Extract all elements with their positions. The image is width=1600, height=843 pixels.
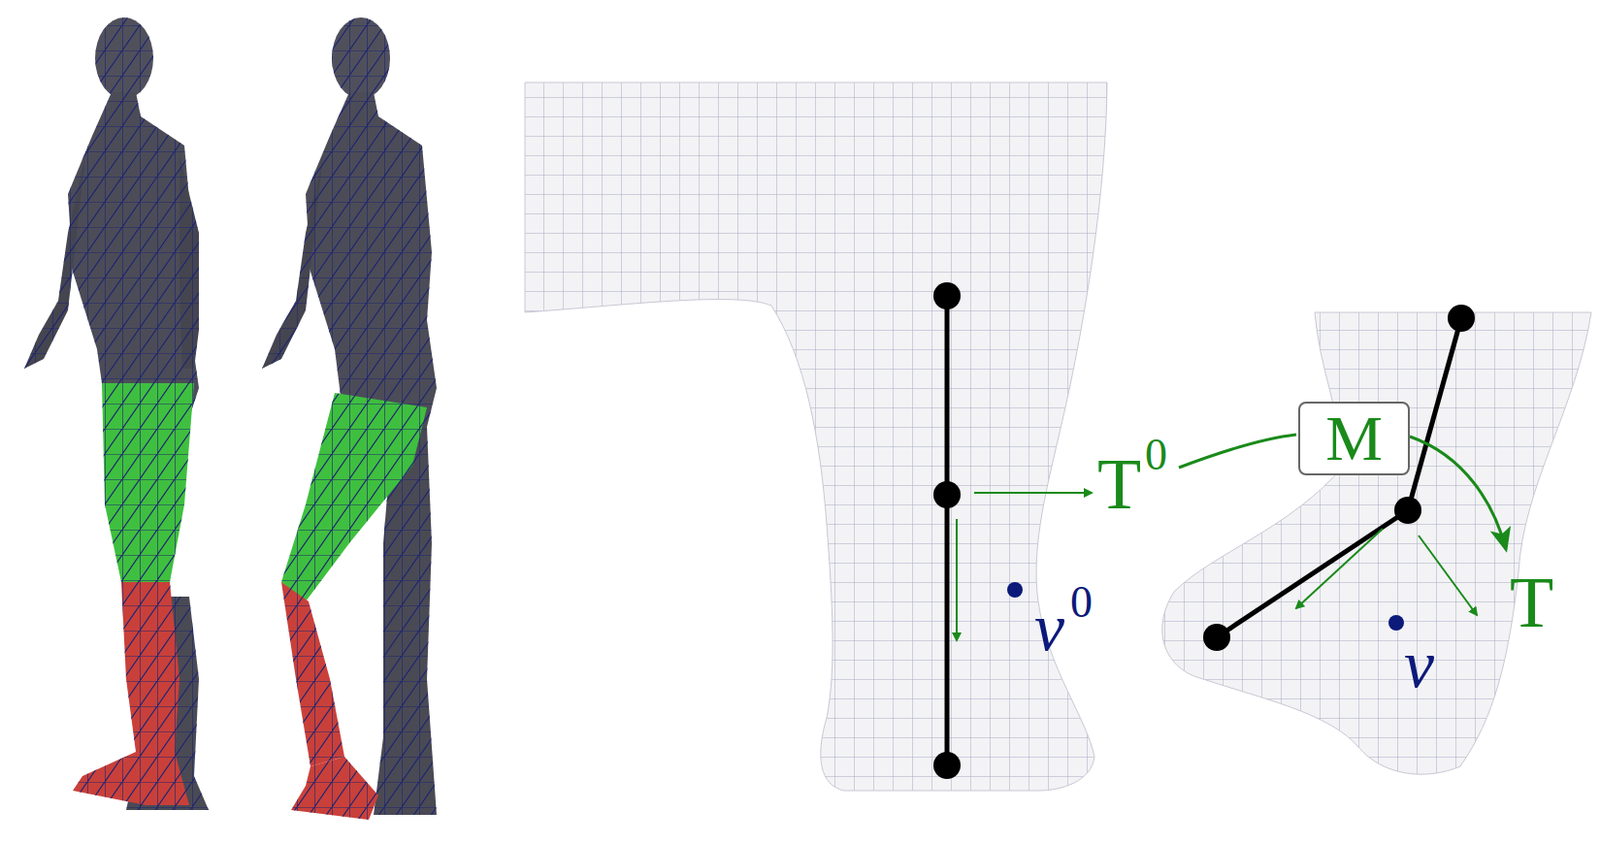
- superscript: 0: [1144, 432, 1168, 478]
- operator-symbol: M: [1325, 406, 1383, 471]
- vertex-label: v: [1034, 593, 1065, 662]
- superscript: 0: [1070, 580, 1093, 625]
- transform-label: T: [1509, 566, 1554, 639]
- transform-label: T: [1097, 448, 1142, 521]
- operator-box: M: [1298, 401, 1410, 476]
- vertex-label: v: [1404, 630, 1435, 699]
